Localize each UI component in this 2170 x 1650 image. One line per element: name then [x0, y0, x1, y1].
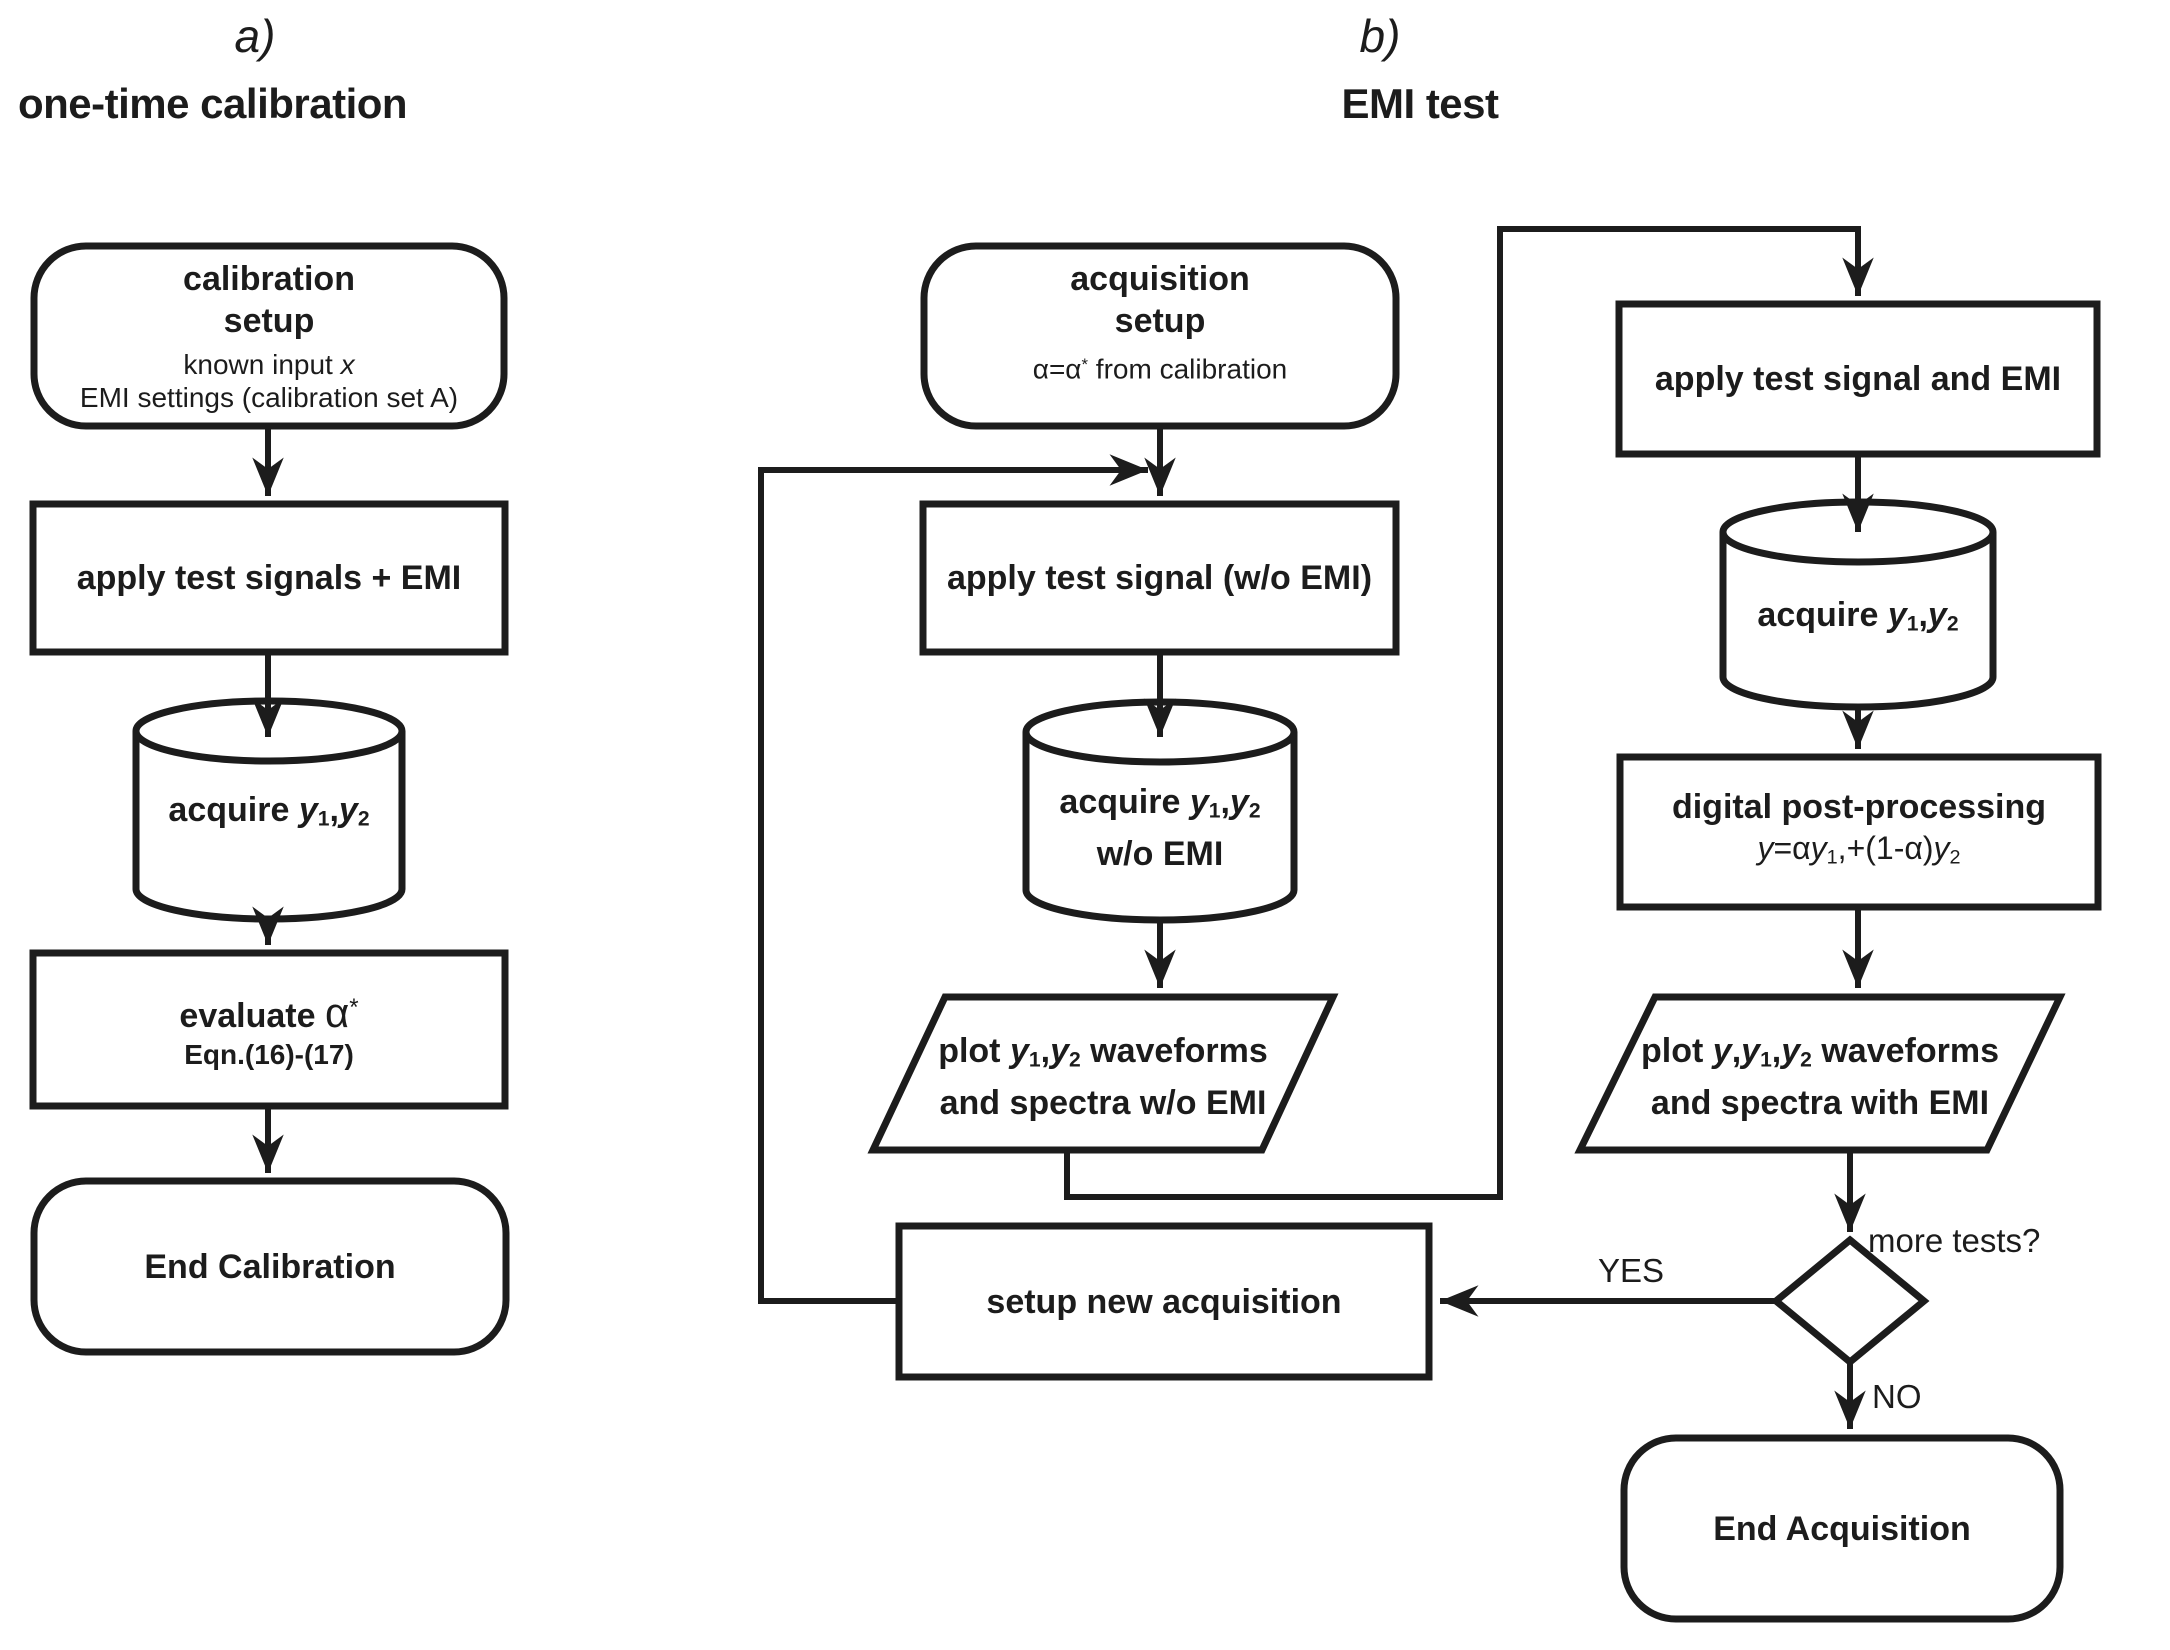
calibration-setup-line1: calibration	[183, 260, 355, 298]
node-apply-test-signal-emi-text: apply test signal and EMI	[1654, 360, 2062, 398]
node-apply-test-signal-wo-text: apply test signal (w/o EMI)	[946, 559, 1373, 597]
node-acquire-wo-text: acquire y1,y2 w/o EMI	[1026, 781, 1294, 875]
decision-question-label: more tests?	[1868, 1222, 2041, 1259]
evaluate-eqn: Eqn.(16)-(17)	[184, 1038, 354, 1070]
node-acquire-emi-text: acquire y1,y2	[1757, 596, 1959, 636]
decision-yes-label: YES	[1598, 1252, 1665, 1289]
panel-b-label: b)	[1359, 10, 1401, 62]
evaluate-line: evaluate α*	[179, 988, 359, 1036]
acquisition-setup-line2: setup	[1114, 302, 1206, 340]
terminator-end-acquisition	[1620, 1434, 2064, 1623]
process-evaluate-alpha	[29, 949, 509, 1110]
calibration-setup-line2: setup	[223, 302, 315, 340]
terminator-end-calibration	[30, 1177, 510, 1356]
panel-a-label: a)	[234, 10, 276, 62]
acquire-wo-line2: w/o EMI	[1096, 834, 1224, 873]
var-x: x	[340, 349, 355, 380]
dpp-formula: y=αy1,+(1-α)y2	[1757, 830, 1961, 869]
node-acquire-a-text: acquire y1,y2	[168, 791, 370, 831]
plot-emi-line2: and spectra with EMI	[1650, 1083, 1990, 1122]
alpha-symbol: α	[324, 988, 350, 1036]
process-setup-new-acquisition	[895, 1222, 1433, 1381]
dpp-title: digital post-processing	[1671, 788, 2047, 827]
node-apply-test-signals-text: apply test signals + EMI	[76, 559, 462, 597]
node-end-calibration-text: End Calibration	[144, 1247, 396, 1286]
terminator-calibration-setup	[30, 242, 508, 430]
node-plot-wo-text: plot y1,y2 waveforms and spectra w/o EMI	[873, 1030, 1333, 1124]
panel-a-title: one-time calibration	[18, 80, 408, 127]
datastore-acquire-wo-emi-body	[1022, 732, 1298, 924]
acquisition-setup-line1: acquisition	[1070, 260, 1250, 298]
process-digital-post-processing	[1616, 753, 2102, 911]
plot-wo-line2: and spectra w/o EMI	[939, 1083, 1267, 1122]
node-acquisition-setup-text: acquisition setup α=α* from calibration	[924, 258, 1396, 385]
process-apply-test-signal-wo-emi	[919, 500, 1400, 656]
node-plot-emi-text: plot y,y1,y2 waveforms and spectra with …	[1580, 1030, 2060, 1124]
loop-plot-wo-to-apply-emi	[1064, 226, 1874, 1200]
panel-b-title: EMI test	[1341, 80, 1499, 127]
node-calibration-setup-text: calibration setup known input x EMI sett…	[34, 258, 504, 414]
decision-no-label: NO	[1872, 1378, 1922, 1415]
io-plot-wo-emi	[867, 993, 1339, 1154]
node-setup-new-acquisition-text: setup new acquisition	[986, 1282, 1342, 1321]
io-plot-with-emi	[1574, 993, 2066, 1154]
acquisition-setup-note: α=α* from calibration	[1032, 353, 1288, 385]
node-dpp-text: digital post-processing y=αy1,+(1-α)y2	[1620, 757, 2098, 907]
calibration-setup-note1: known input x	[183, 349, 355, 380]
node-end-acquisition-text: End Acquisition	[1713, 1509, 1971, 1548]
process-apply-test-signals-emi	[29, 500, 509, 656]
loop-setup-new-to-apply-wo	[758, 454, 1148, 1304]
calibration-setup-note2: EMI settings (calibration set A)	[79, 382, 459, 413]
node-evaluate-text: evaluate α* Eqn.(16)-(17)	[33, 953, 505, 1106]
